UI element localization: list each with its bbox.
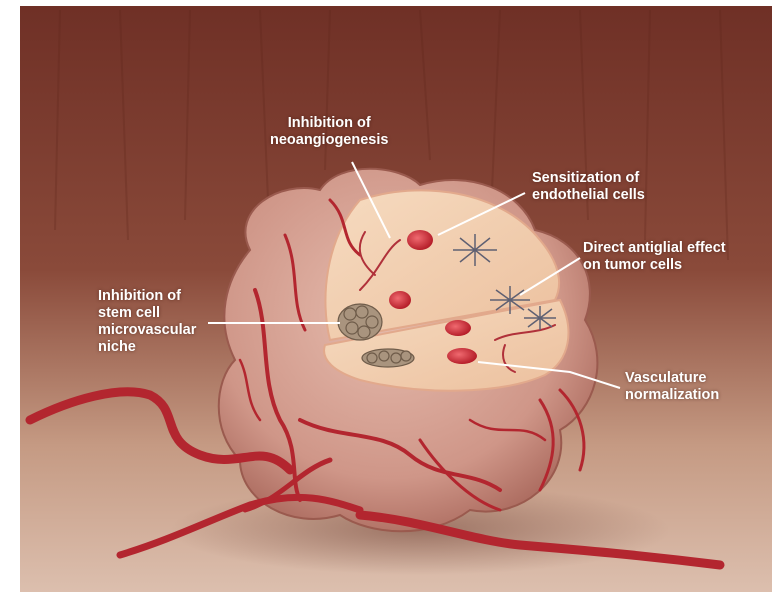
label-vasculature: Vasculature normalization [625,370,719,404]
label-stem-cell: Inhibition of stem cell microvascular ni… [98,288,196,356]
label-antiglial: Direct antiglial effect on tumor cells [583,240,726,274]
label-endothelial: Sensitization of endothelial cells [532,170,645,204]
label-neoangiogenesis: Inhibition of neoangiogenesis [270,115,388,149]
